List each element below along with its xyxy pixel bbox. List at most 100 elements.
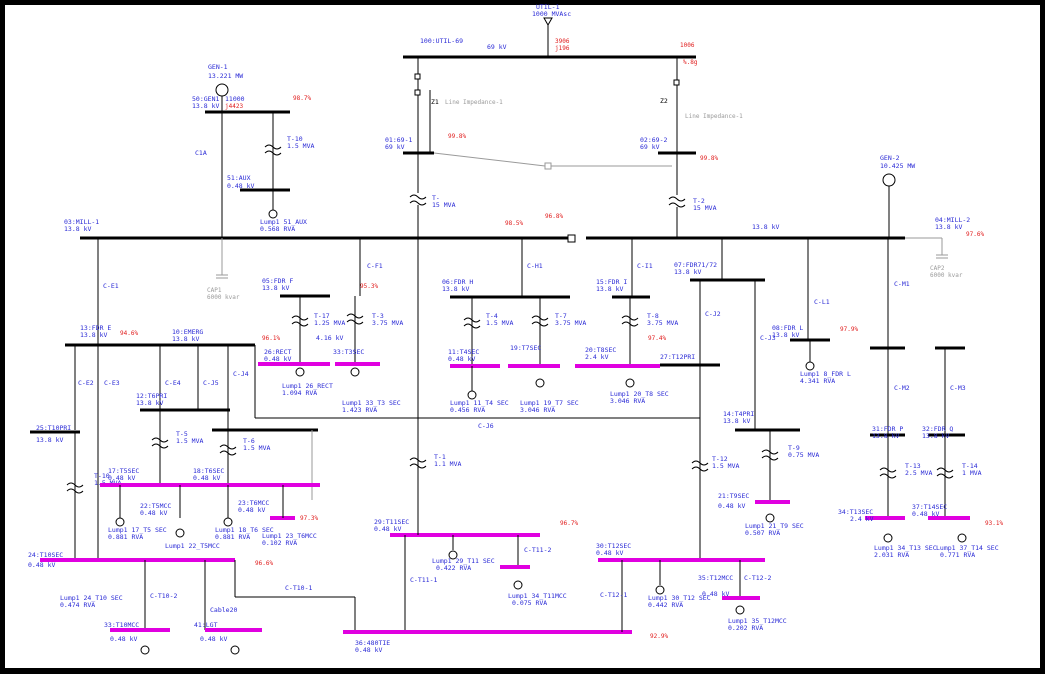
- feeder-name: 31:FDR P: [872, 425, 903, 433]
- aux-name: 51:AUX: [227, 174, 251, 182]
- transformer-icon[interactable]: [761, 449, 779, 455]
- load-rva: 1.094 RVA: [282, 389, 317, 397]
- transformer-t10-icon[interactable]: [66, 482, 84, 488]
- load-rva: 2.031 RVA: [874, 551, 909, 559]
- t1b-mva: 1.1 MVA: [434, 460, 461, 468]
- sec-kv: 0.48 kV: [193, 474, 220, 482]
- load-icon: [467, 390, 477, 400]
- cable-label: C-E3: [104, 379, 120, 387]
- feeder-name: 13:FDR E: [80, 324, 111, 332]
- load-name: Lump1 29_T11 SEC: [432, 557, 495, 565]
- cable-label: C-E2: [78, 379, 94, 387]
- load-rva: 0.881 RVA: [108, 533, 143, 541]
- mid-kv: 13.8 kV: [752, 223, 779, 231]
- sec-kv: 0.48 kV: [596, 549, 623, 557]
- transformer-t1[interactable]: T- 15 MVA: [409, 153, 456, 238]
- feeder-name: 12:T6PRI: [136, 392, 167, 400]
- bus-02-name: 02:69-2: [640, 136, 667, 144]
- t1b-name: T-1: [434, 453, 446, 461]
- t1-name: T-: [432, 194, 440, 202]
- aux-kv: 0.48 kV: [227, 182, 254, 190]
- sec-kv: 0.48 kV: [200, 635, 227, 643]
- feeder-name: 15:FDR I: [596, 278, 627, 286]
- transformer-icon[interactable]: [219, 444, 237, 450]
- load-name: Lump1 34_T13 SEC: [874, 544, 937, 552]
- aux-load: Lump1 51_AUX: [260, 218, 307, 226]
- feeder-kv: 13.8 kV: [36, 436, 63, 444]
- tie-breaker-icon[interactable]: [567, 234, 576, 243]
- cable-label: C-E1: [103, 282, 119, 290]
- feeder-name: 14:T4PRI: [723, 410, 754, 418]
- load-rva: 0.202 RVA: [728, 624, 763, 632]
- sec-name: 21:T9SEC: [718, 492, 749, 500]
- transformer-icon[interactable]: [691, 460, 709, 466]
- flow-label: 99.8%: [448, 133, 466, 140]
- transformer-t10-icon[interactable]: [264, 144, 282, 150]
- load-icon: [655, 585, 665, 595]
- load-rva: 3.046 RVA: [610, 397, 645, 405]
- sec-name: 36:480TIE: [355, 639, 390, 647]
- sec-name: 29:T11SEC: [374, 518, 409, 526]
- breaker-icon[interactable]: [414, 89, 421, 96]
- sec-kv: 0.48 kV: [110, 635, 137, 643]
- transformer-icon[interactable]: [463, 317, 481, 323]
- sec-kv: 0.48 kV: [355, 646, 382, 654]
- feeder-name: 05:FDR F: [262, 277, 293, 285]
- gen1-name: GEN-1: [208, 63, 228, 71]
- xfmr-name: T-6: [243, 437, 255, 445]
- generator-gen2[interactable]: GEN-2 10.425 MW: [880, 154, 915, 238]
- breaker-icon[interactable]: [414, 73, 421, 80]
- transformer-t2[interactable]: T-2 15 MVA: [668, 153, 717, 238]
- sec-kv: 2.4 kV: [585, 353, 609, 361]
- impedance-z1: Z1: [431, 98, 439, 106]
- generator-gen1[interactable]: GEN-1 13.221 MW: [208, 63, 243, 112]
- cap1-kvar: 6000 kvar: [207, 294, 240, 301]
- xfmr-mva: 1.5 MVA: [486, 319, 513, 327]
- impedance-1-label: Line Impedance-1: [445, 99, 503, 106]
- open-breaker-icon[interactable]: [544, 162, 552, 170]
- load-icon: [625, 378, 635, 388]
- transformer-icon[interactable]: [409, 457, 427, 463]
- tie-line-69[interactable]: [433, 152, 546, 167]
- cable-label: C-J5: [203, 379, 219, 387]
- sec-kv: 4.16 kV: [316, 334, 343, 342]
- flow-label: 93.1%: [985, 520, 1003, 527]
- breaker-icon[interactable]: [673, 79, 680, 86]
- capacitor-cap2[interactable]: CAP2 6000 kvar: [905, 237, 963, 279]
- transformer-icon[interactable]: [151, 437, 169, 443]
- flow-label: 98.7%: [293, 95, 311, 102]
- transformer-icon[interactable]: [621, 315, 639, 321]
- utility-source[interactable]: UTIL-1 1000 MVAsc 3906 j196: [532, 3, 571, 57]
- impedance-2-label: Line Impedance-1: [685, 113, 743, 120]
- xfmr-name: T-8: [647, 312, 659, 320]
- flow-label: 96.7%: [560, 520, 578, 527]
- transformer-icon[interactable]: [291, 315, 309, 321]
- sec-name: 34:T13SEC: [838, 508, 873, 516]
- sec-name: 11:T4SEC: [448, 348, 479, 356]
- feeder-kv: 13.8 kV: [80, 331, 107, 339]
- transformer-icon[interactable]: [936, 467, 954, 473]
- load-icon: [735, 605, 745, 615]
- xfmr-mva: 1 MVA: [962, 469, 982, 477]
- load-name: Lump1 23_T6MCC: [262, 532, 317, 540]
- transformer-icon[interactable]: [531, 315, 549, 321]
- xfmr-name: T-10: [94, 472, 110, 480]
- feeder-kv: 13.8 kV: [922, 432, 949, 440]
- feeder-kv: 13.8 kV: [262, 284, 289, 292]
- sec-name: 26:RECT: [264, 348, 291, 356]
- load-name: Lump1 22_T5MCC: [165, 542, 220, 550]
- load-rva: 0.771 RVA: [940, 551, 975, 559]
- feeder-name: 07:FDR71/72: [674, 261, 717, 269]
- xfmr-mva: 3.75 MVA: [555, 319, 586, 327]
- transformer-icon[interactable]: [346, 313, 364, 319]
- load-rva: 0.075 RVA: [512, 599, 547, 607]
- utility-flow-q: j196: [555, 45, 570, 52]
- aux-rva: 0.568 RVA: [260, 225, 295, 233]
- capacitor-cap1[interactable]: CAP1 6000 kvar: [207, 238, 240, 301]
- sec-name: 33:T10MCC: [104, 621, 139, 629]
- transformer-icon[interactable]: [879, 467, 897, 473]
- feeder-name: 06:FDR H: [442, 278, 473, 286]
- sec-name: 20:T8SEC: [585, 346, 616, 354]
- impedance-z2: Z2: [660, 97, 668, 105]
